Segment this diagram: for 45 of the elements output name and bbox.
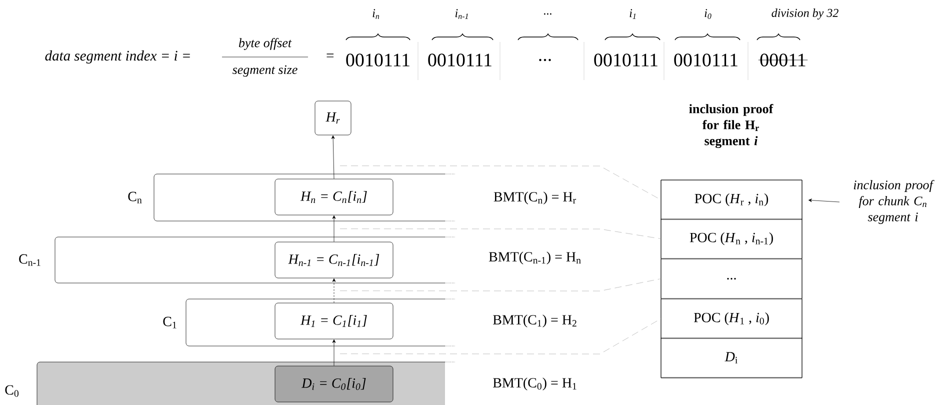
bmt-equation: BMT(C$_{1}$) = H$_{2}$ (493, 314, 576, 328)
node-label: C$_{n-1}$ (19, 254, 40, 266)
brace-label: i$_{n}$ (372, 9, 380, 19)
node-label: C$_{1}$ (163, 316, 176, 328)
dashed-connector (340, 166, 661, 200)
dashed-connector (340, 318, 661, 354)
bmt-equation: BMT(C$_{n}$) = H$_{r}$ (494, 192, 576, 204)
proof-row: POC (H$_{1}$ , i$_{0}$) (660, 298, 802, 339)
bmt-equation: BMT(C$_{0}$) = H$_{1}$ (493, 378, 576, 390)
proof-row: POC (H$_{r}$ , i$_{n}$) (660, 180, 802, 220)
node-label: inclusion proof for file H$_{r}$ segment i (689, 104, 774, 148)
formula-text: data segment index = i = (45, 50, 190, 64)
proof-row: D$_{i}$ (660, 338, 802, 378)
bit-group: ... (539, 58, 551, 62)
proof-row: ... (660, 258, 802, 299)
brace-label: ... (544, 13, 552, 15)
node-label: C$_{0}$ (5, 385, 19, 397)
struck-bits: 00011 (758, 54, 808, 66)
arrow (332, 278, 336, 303)
hash-box: D$_{i}$ = C$_{0}$[i$_{0}$] (274, 366, 394, 402)
dashed-connector (340, 278, 661, 292)
brace-label: division by 32 (772, 8, 838, 20)
bit-group: 0010111 (594, 54, 658, 66)
hash-box: H$_{1}$ = C$_{1}$[i$_{1}$] (274, 302, 394, 340)
formula-text: = (326, 54, 334, 58)
brace-label: i$_{1}$ (630, 9, 636, 19)
bit-group: 0010111 (428, 54, 492, 66)
fraction-text: byte offset (238, 38, 292, 50)
hash-box: H$_{n-1}$ = C$_{n-1}$[i$_{n-1}$] (274, 242, 394, 278)
annotation-text: inclusion proof for chunk C$_{n}$ segment i (854, 180, 934, 224)
bit-group: 0010111 (346, 54, 410, 66)
proof-row: POC (H$_{n}$ , i$_{n-1}$) (660, 218, 802, 259)
hash-box: H$_{r}$ (314, 100, 352, 136)
fraction-text: segment size (232, 65, 298, 77)
arrow (808, 198, 840, 202)
brace-label: i$_{n-1}$ (455, 9, 468, 19)
dashed-connector (340, 228, 661, 239)
hash-box: H$_{n}$ = C$_{n}$[i$_{n}$] (274, 178, 394, 216)
bit-group: 0010111 (674, 54, 738, 66)
brace-label: i$_{0}$ (704, 9, 712, 19)
arrow (332, 339, 336, 366)
bmt-equation: BMT(C$_{n-1}$) = H$_{n}$ (488, 252, 581, 264)
arrow (331, 135, 335, 179)
arrow (332, 215, 336, 242)
node-label: C$_{n}$ (128, 192, 142, 204)
